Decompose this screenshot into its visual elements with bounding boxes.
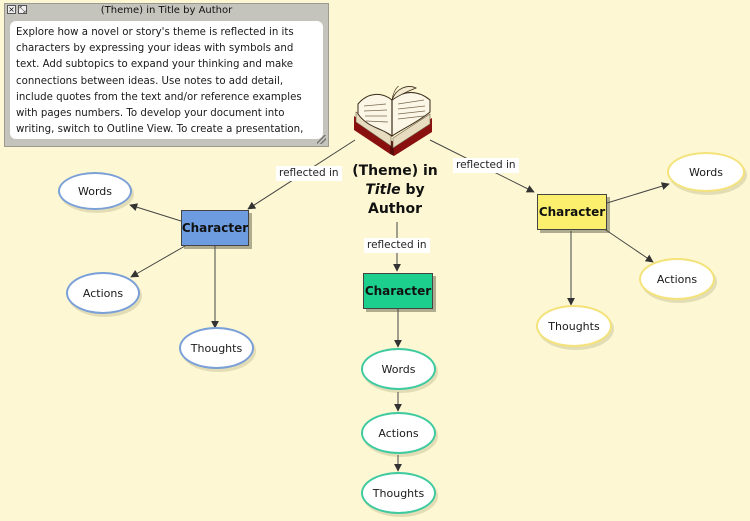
character-node-right[interactable]: Character	[537, 194, 607, 230]
central-title-line3: Author	[368, 201, 422, 217]
central-title-italic: Title	[365, 182, 401, 198]
subtopic-left-actions[interactable]: Actions	[66, 272, 140, 314]
notes-titlebar[interactable]: × ⤡ (Theme) in Title by Author	[5, 4, 328, 18]
notes-window[interactable]: × ⤡ (Theme) in Title by Author Explore h…	[4, 3, 329, 147]
subtopic-center-words[interactable]: Words	[361, 348, 436, 390]
subtopic-center-actions[interactable]: Actions	[361, 412, 436, 454]
open-book-icon[interactable]	[350, 86, 436, 158]
subtopic-center-thoughts[interactable]: Thoughts	[361, 472, 436, 514]
character-node-left[interactable]: Character	[181, 210, 249, 246]
character-node-center[interactable]: Character	[363, 273, 433, 309]
link-label-left[interactable]: reflected in	[276, 166, 342, 181]
connector-left-actions	[130, 245, 186, 278]
central-title-line2: Title by	[345, 181, 445, 200]
link-label-center[interactable]: reflected in	[364, 238, 430, 253]
link-label-right[interactable]: reflected in	[453, 158, 519, 173]
central-title-suffix: by	[400, 182, 425, 198]
connector-right-actions	[599, 225, 654, 263]
central-title-line1: (Theme) in	[352, 163, 438, 179]
resize-grip-icon[interactable]	[317, 135, 326, 144]
notes-title: (Theme) in Title by Author	[100, 5, 233, 16]
connector-right-words	[606, 182, 670, 204]
central-topic-title[interactable]: (Theme) in Title by Author	[345, 162, 445, 219]
subtopic-right-thoughts[interactable]: Thoughts	[536, 305, 612, 347]
maximize-icon[interactable]: ⤡	[18, 5, 27, 14]
connector-left-words	[129, 203, 182, 222]
subtopic-right-actions[interactable]: Actions	[639, 258, 715, 300]
subtopic-left-words[interactable]: Words	[58, 172, 132, 210]
subtopic-right-words[interactable]: Words	[667, 152, 745, 192]
notes-text[interactable]: Explore how a novel or story's theme is …	[10, 21, 323, 139]
subtopic-left-thoughts[interactable]: Thoughts	[179, 327, 254, 369]
close-icon[interactable]: ×	[7, 5, 16, 14]
